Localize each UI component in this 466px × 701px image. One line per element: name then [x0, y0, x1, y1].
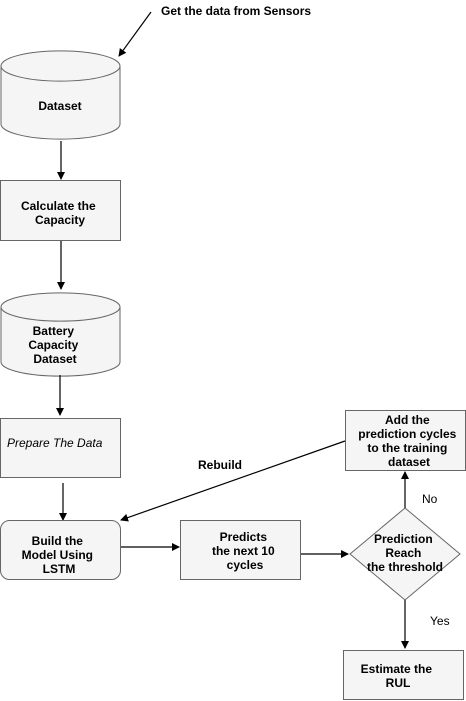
build-label-line-3: LSTM: [43, 562, 76, 576]
battery-dataset-node: Battery Capacity Dataset: [0, 292, 121, 377]
calculate-capacity-node: Calculate the Capacity: [0, 180, 121, 241]
build-label: Build the Model Using LSTM: [22, 534, 97, 576]
rebuild-arrow: [120, 440, 346, 522]
yes-label: Yes: [430, 614, 450, 628]
predicts-label-line-1: Predicts: [220, 530, 268, 544]
add-label-line-4: dataset: [388, 455, 430, 469]
calculate-label-line-2: Capacity: [35, 213, 85, 227]
prepare-label: Prepare The Data: [7, 436, 103, 450]
decision-label-line-2: Reach: [385, 546, 421, 560]
calculate-label: Calculate the Capacity: [21, 199, 99, 227]
estimate-label: Estimate the RUL: [361, 662, 436, 690]
estimate-rul-node: Estimate the RUL: [343, 650, 464, 700]
battery-label-line-2: Capacity: [28, 338, 78, 352]
calculate-label-line-1: Calculate the: [21, 199, 96, 213]
decision-label-line-1: Prediction: [374, 532, 433, 546]
battery-label-line-1: Battery: [33, 324, 75, 338]
threshold-decision-node: Prediction Reach the threshold: [349, 507, 461, 601]
dataset-label: Dataset: [38, 99, 81, 113]
no-label: No: [422, 492, 438, 506]
predicts-node: Predicts the next 10 cycles: [180, 520, 301, 580]
build-label-line-1: Build the: [32, 534, 84, 548]
decision-label: Prediction Reach the threshold: [367, 532, 443, 574]
battery-label: Battery Capacity Dataset: [28, 324, 81, 366]
build-model-node: Build the Model Using LSTM: [0, 520, 121, 580]
estimate-label-line-2: RUL: [386, 676, 411, 690]
estimate-label-line-1: Estimate the: [361, 662, 433, 676]
add-label-line-1: Add the: [385, 413, 430, 427]
sensors-arrow: [118, 11, 152, 57]
predicts-label-line-3: cycles: [227, 558, 264, 572]
decision-label-line-3: the threshold: [367, 560, 443, 574]
dataset-node: Dataset: [0, 50, 121, 140]
prepare-label-line-1: Prepare The Data: [7, 436, 103, 450]
rebuild-label: Rebuild: [198, 458, 242, 472]
dataset-label-line-1: Dataset: [38, 99, 81, 113]
add-label-line-3: to the training: [367, 441, 447, 455]
prepare-data-node: Prepare The Data: [0, 418, 121, 478]
battery-label-line-3: Dataset: [33, 352, 76, 366]
predicts-label: Predicts the next 10 cycles: [212, 530, 278, 572]
add-label-line-2: prediction cycles: [358, 427, 456, 441]
sensors-annotation: Get the data from Sensors: [161, 4, 311, 18]
add-label: Add the prediction cycles to the trainin…: [358, 413, 459, 469]
build-label-line-2: Model Using: [22, 548, 93, 562]
add-prediction-cycles-node: Add the prediction cycles to the trainin…: [345, 410, 466, 471]
predicts-label-line-2: the next 10: [212, 544, 275, 558]
